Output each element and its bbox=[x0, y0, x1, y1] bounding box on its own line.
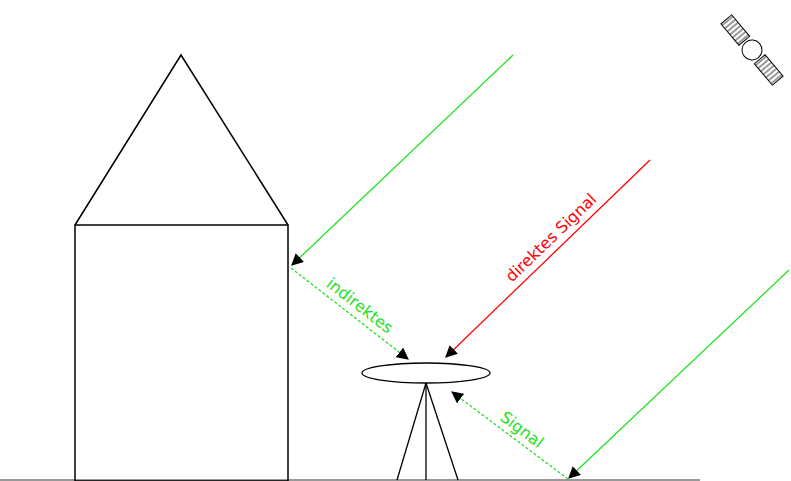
satellite bbox=[719, 13, 786, 87]
signal-ray bbox=[292, 55, 513, 265]
reflected-ray bbox=[452, 392, 568, 479]
reflected-ray bbox=[291, 268, 408, 359]
direct-ray bbox=[446, 160, 650, 357]
signal-label: direktes Signal bbox=[501, 189, 602, 287]
house bbox=[75, 55, 288, 481]
antenna-tripod bbox=[362, 363, 490, 480]
signal-label: indirektes bbox=[321, 273, 397, 338]
signal-ray bbox=[569, 270, 789, 478]
